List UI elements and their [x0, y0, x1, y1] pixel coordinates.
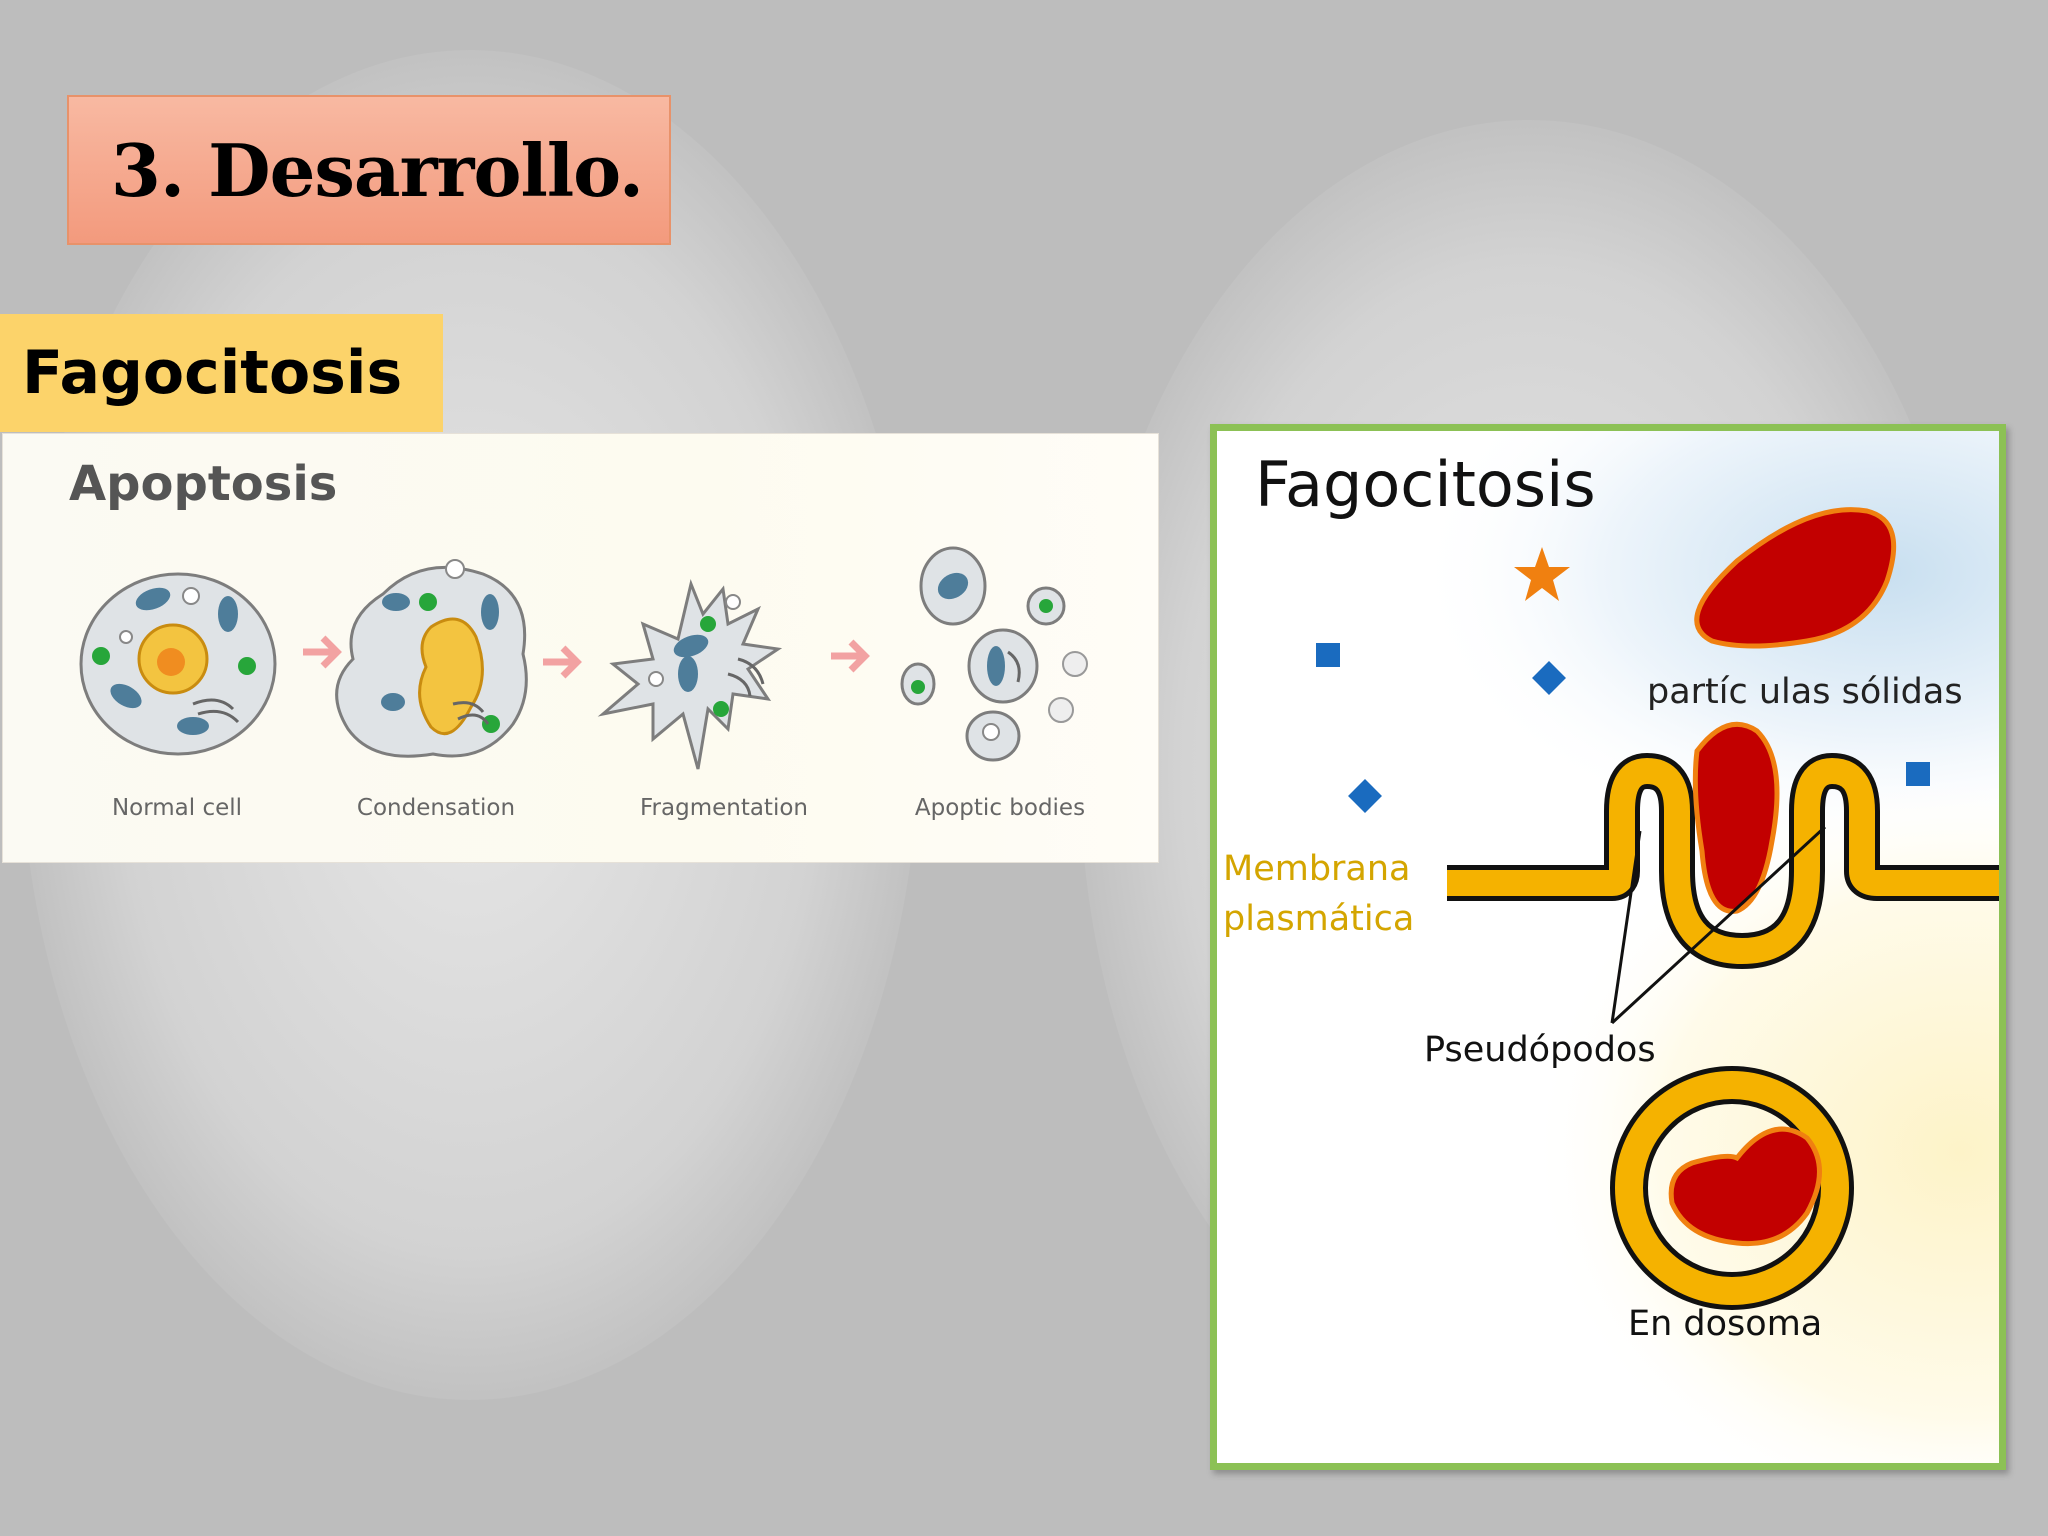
apoptosis-diagram: Apoptosis — [2, 433, 1159, 863]
title-box: 3. Desarrollo. — [67, 95, 671, 245]
endosome-label: En dosoma — [1628, 1304, 1822, 1344]
section-subtitle: Fagocitosis — [22, 338, 403, 408]
square-particle-icon — [1906, 762, 1930, 786]
square-particle-icon — [1316, 643, 1340, 667]
condensation-illustration — [335, 559, 528, 758]
plasma-membrane — [1447, 757, 1999, 965]
pseudopods-label: Pseudópodos — [1424, 1030, 1656, 1070]
subtitle-box: Fagocitosis — [0, 314, 443, 432]
membrane-label-line1: Membrana — [1223, 849, 1411, 889]
arrow-icon — [831, 639, 870, 673]
diamond-particle-icon — [1348, 779, 1382, 813]
phagocytosis-diagram: Fagocitosis partíc ulas sólidas Membrana… — [1210, 424, 2006, 1470]
apoptic-bodies-illustration — [900, 546, 1088, 762]
phagocytosis-svg: Fagocitosis partíc ulas sólidas Membrana… — [1217, 431, 1999, 1463]
stage-label-fragmentation: Fragmentation — [640, 795, 808, 821]
bacterium-icon — [1694, 507, 1897, 649]
arrow-icon — [303, 635, 342, 669]
page-title: 3. Desarrollo. — [110, 127, 644, 213]
arrow-icon — [543, 645, 582, 679]
stage-label-normal-cell: Normal cell — [112, 795, 242, 821]
endosome-icon — [1615, 1071, 1849, 1305]
fragmentation-illustration — [597, 579, 783, 770]
normal-cell-illustration — [79, 572, 277, 756]
digested-bacterium-icon — [1668, 1126, 1822, 1247]
stage-label-condensation: Condensation — [357, 795, 515, 821]
star-particle-icon — [1514, 547, 1570, 601]
apoptosis-heading: Apoptosis — [69, 456, 337, 512]
diamond-particle-icon — [1532, 661, 1566, 695]
phagocytosis-heading: Fagocitosis — [1255, 448, 1596, 521]
membrane-label-line2: plasmática — [1223, 899, 1414, 939]
stage-label-apoptic-bodies: Apoptic bodies — [915, 795, 1085, 821]
pseudopod-pointer-lines — [1610, 825, 1827, 1025]
particles-label: partíc ulas sólidas — [1647, 672, 1963, 712]
apoptosis-svg: Apoptosis — [69, 456, 1088, 821]
